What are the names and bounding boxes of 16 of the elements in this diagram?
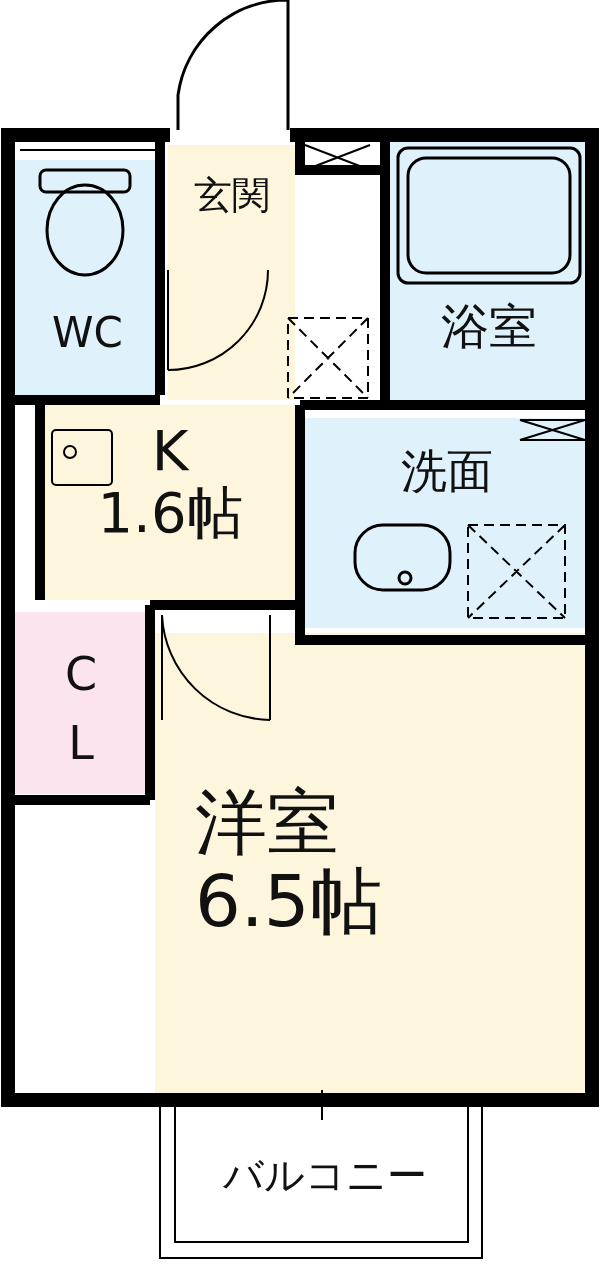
room-area xyxy=(305,418,588,628)
room-label: K xyxy=(151,420,189,482)
room-label: WC xyxy=(52,310,123,357)
room-label: 6.5帖 xyxy=(195,862,382,942)
room-label: 玄関 xyxy=(193,175,270,217)
room-label: 洗面 xyxy=(400,446,493,497)
room-label: 1.6帖 xyxy=(97,481,243,544)
room-area xyxy=(15,612,147,794)
room-area xyxy=(45,405,295,600)
room-area xyxy=(155,633,588,1095)
room-label: 洋室 xyxy=(195,783,339,863)
room-label: C L xyxy=(63,646,99,772)
room-label: バルコニー xyxy=(223,1153,427,1197)
room-label: 浴室 xyxy=(441,300,537,353)
room-area xyxy=(390,140,588,402)
room-area xyxy=(168,145,295,400)
